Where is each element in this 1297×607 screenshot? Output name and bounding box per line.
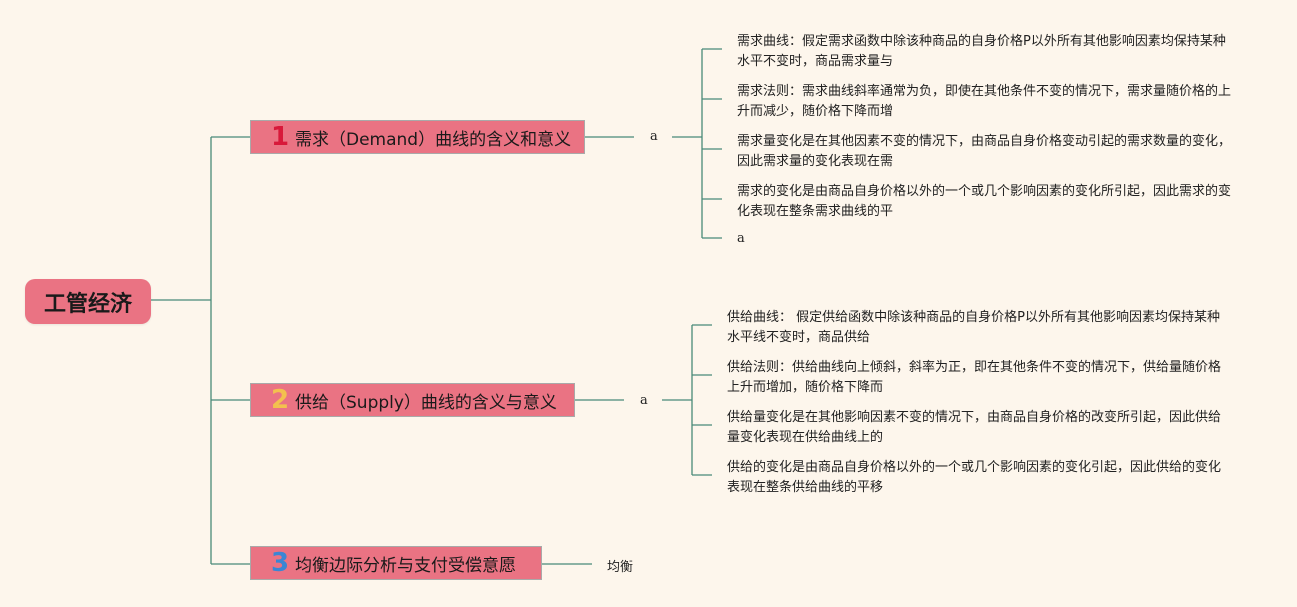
leaf-supply-change[interactable]: 供给的变化是由商品自身价格以外的一个或几个影响因素的变化引起，因此供给的变化表现…: [727, 460, 1222, 495]
topic-demand[interactable]: 1 需求（Demand）曲线的含义和意义: [250, 120, 585, 154]
leaf-supply-curve[interactable]: 供给曲线： 假定供给函数中除该种商品的自身价格P以外所有其他影响因素均保持某种水…: [727, 310, 1220, 345]
topic-supply[interactable]: 2 供给（Supply）曲线的含义与意义: [250, 383, 575, 417]
root-node[interactable]: 工管经济: [25, 279, 151, 324]
leaf-demand-change[interactable]: 需求的变化是由商品自身价格以外的一个或几个影响因素的变化所引起，因此需求的变化表…: [737, 184, 1232, 219]
leaf-demand-a[interactable]: a: [737, 231, 745, 246]
number-3-icon: 3: [271, 548, 290, 578]
leaf-supply-quantity-change[interactable]: 供给量变化是在其他影响因素不变的情况下，由商品自身价格的改变所引起，因此供给量变…: [727, 410, 1222, 445]
leaf-supply-law[interactable]: 供给法则：供给曲线向上倾斜，斜率为正，即在其他条件不变的情况下，供给量随价格上升…: [727, 360, 1222, 395]
root-label: 工管经济: [43, 291, 132, 317]
topic-supply-label: 供给（Supply）曲线的含义与意义: [295, 392, 557, 413]
leaf-demand-quantity-change[interactable]: 需求量变化是在其他因素不变的情况下，由商品自身价格变动引起的需求数量的变化，因此…: [737, 134, 1232, 169]
number-2-icon: 2: [271, 385, 290, 415]
number-1-icon: 1: [271, 122, 290, 152]
topic-equilibrium[interactable]: 3 均衡边际分析与支付受偿意愿: [250, 546, 542, 580]
topic-demand-branch-label[interactable]: a: [650, 129, 658, 144]
topic-demand-label: 需求（Demand）曲线的含义和意义: [295, 129, 572, 150]
leaf-demand-curve[interactable]: 需求曲线：假定需求函数中除该种商品的自身价格P以外所有其他影响因素均保持某种水平…: [737, 34, 1226, 69]
topic-supply-branch-label[interactable]: a: [640, 393, 648, 408]
topic-equilibrium-label: 均衡边际分析与支付受偿意愿: [295, 555, 516, 576]
topic-equilibrium-branch-label[interactable]: 均衡: [607, 560, 634, 575]
leaf-demand-law[interactable]: 需求法则：需求曲线斜率通常为负，即使在其他条件不变的情况下，需求量随价格的上升而…: [737, 84, 1232, 119]
